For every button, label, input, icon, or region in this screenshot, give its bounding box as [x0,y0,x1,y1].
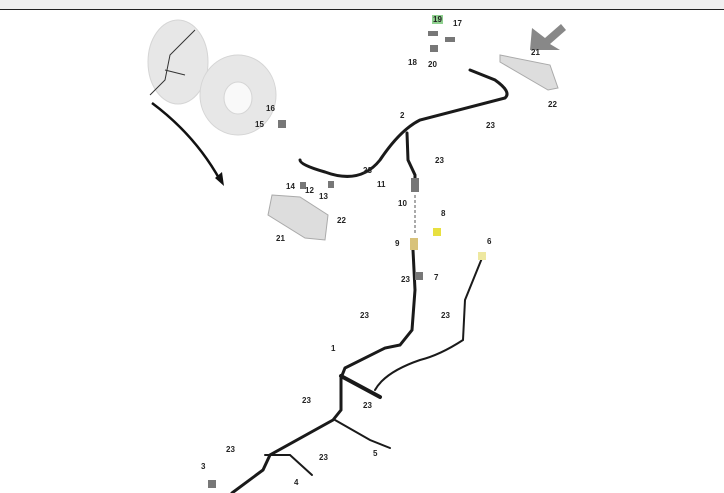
callout-21[interactable]: 21 [531,48,540,57]
callout-2[interactable]: 2 [400,111,405,120]
harness-1 [230,248,483,493]
connectors [208,31,486,488]
callout-23[interactable]: 23 [302,396,311,405]
callout-4[interactable]: 4 [294,478,299,487]
callout-23[interactable]: 23 [486,121,495,130]
callout-23[interactable]: 23 [435,156,444,165]
callout-20[interactable]: 20 [428,60,437,69]
callout-13[interactable]: 13 [319,192,328,201]
callout-23[interactable]: 23 [360,311,369,320]
callout-22[interactable]: 22 [548,100,557,109]
callout-10[interactable]: 10 [398,199,407,208]
callout-19[interactable]: 19 [432,15,443,24]
callout-23[interactable]: 23 [441,311,450,320]
detail-arrow [151,101,222,181]
callout-3[interactable]: 3 [201,462,206,471]
callout-6[interactable]: 6 [487,237,492,246]
callout-17[interactable]: 17 [453,19,462,28]
callout-23[interactable]: 23 [319,453,328,462]
callout-23[interactable]: 23 [226,445,235,454]
callout-18[interactable]: 18 [408,58,417,67]
shield-21-bottom [267,194,329,241]
harness-overview [149,29,196,96]
callout-22[interactable]: 22 [337,216,346,225]
view-direction-arrow [530,24,566,50]
callout-1[interactable]: 1 [331,344,336,353]
top-toolbar [0,0,724,10]
callout-23[interactable]: 23 [401,275,410,284]
callout-8[interactable]: 8 [441,209,446,218]
callout-16[interactable]: 16 [266,104,275,113]
callout-21[interactable]: 21 [276,234,285,243]
callout-11[interactable]: 11 [377,180,386,189]
callout-14[interactable]: 14 [286,182,295,191]
callout-7[interactable]: 7 [434,273,439,282]
callout-23[interactable]: 23 [363,166,372,175]
callout-5[interactable]: 5 [373,449,378,458]
callout-12[interactable]: 12 [305,186,314,195]
harness-2 [298,68,509,190]
callout-23[interactable]: 23 [363,401,372,410]
callout-9[interactable]: 9 [395,239,400,248]
tractor-illustration [147,19,277,136]
shield-21-top [499,54,559,91]
callout-15[interactable]: 15 [255,120,264,129]
